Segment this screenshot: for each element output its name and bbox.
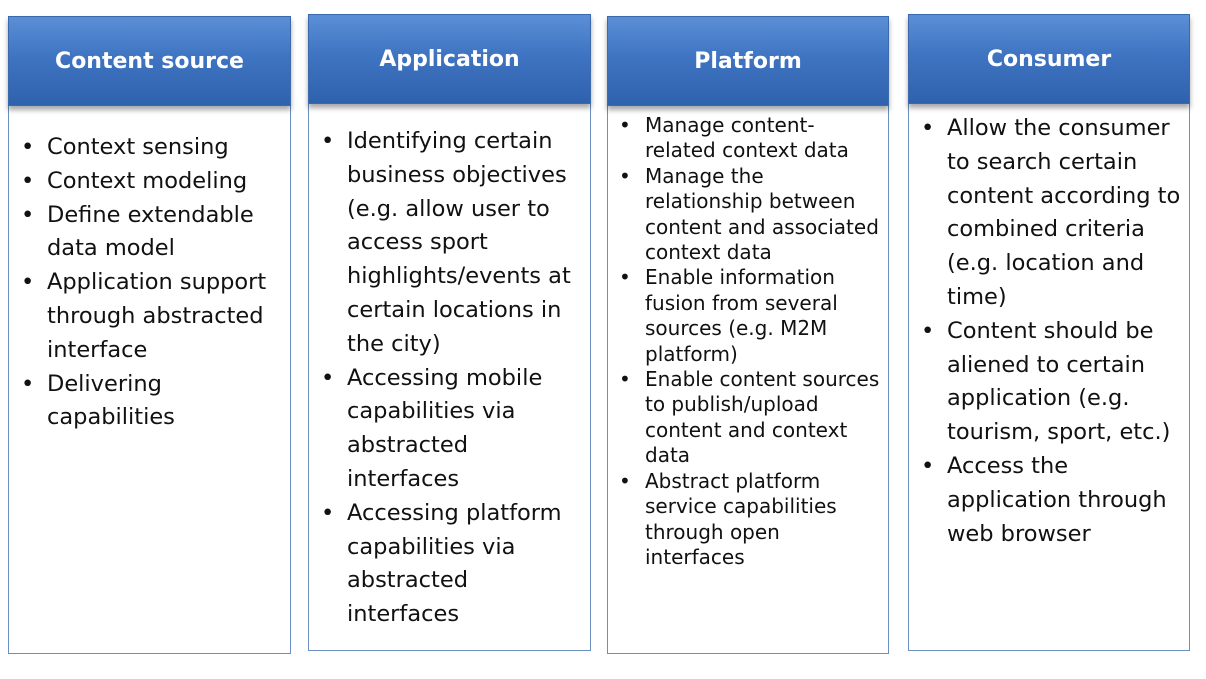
list-item: Delivering capabilities (21, 368, 282, 436)
list-item: Accessing platform capabilities via abst… (321, 497, 586, 632)
list-item: Accessing mobile capabilities via abstra… (321, 362, 586, 497)
item-list: Context sensing Context modeling Define … (21, 131, 282, 436)
list-item: Application support through abstracted i… (21, 266, 282, 367)
list-item: Allow the consumer to search certain con… (921, 112, 1185, 315)
column-header: Consumer (908, 14, 1190, 104)
item-list: Manage content-related context data Mana… (619, 113, 884, 571)
column-body: Identifying certain business objectives … (308, 14, 591, 651)
list-item: Enable information fusion from several s… (619, 265, 884, 367)
list-item: Content should be aliened to certain app… (921, 315, 1185, 450)
list-item: Enable content sources to publish/upload… (619, 367, 884, 469)
list-item: Manage content-related context data (619, 113, 884, 164)
column-body: Context sensing Context modeling Define … (8, 16, 291, 654)
column-platform: Manage content-related context data Mana… (607, 16, 889, 654)
column-body: Allow the consumer to search certain con… (908, 14, 1190, 651)
column-content-source: Context sensing Context modeling Define … (8, 16, 291, 654)
column-application: Identifying certain business objectives … (308, 14, 591, 651)
column-header: Content source (8, 16, 291, 106)
column-body: Manage content-related context data Mana… (607, 16, 889, 654)
list-item: Context sensing (21, 131, 282, 165)
item-list: Identifying certain business objectives … (321, 125, 586, 632)
item-list: Allow the consumer to search certain con… (921, 112, 1185, 551)
column-header: Application (308, 14, 591, 104)
list-item: Access the application through web brows… (921, 450, 1185, 551)
column-header: Platform (607, 16, 889, 106)
list-item: Define extendable data model (21, 199, 282, 267)
column-consumer: Allow the consumer to search certain con… (908, 14, 1190, 651)
list-item: Manage the relationship between content … (619, 164, 884, 266)
list-item: Abstract platform service capabilities t… (619, 469, 884, 571)
list-item: Identifying certain business objectives … (321, 125, 586, 362)
list-item: Context modeling (21, 165, 282, 199)
